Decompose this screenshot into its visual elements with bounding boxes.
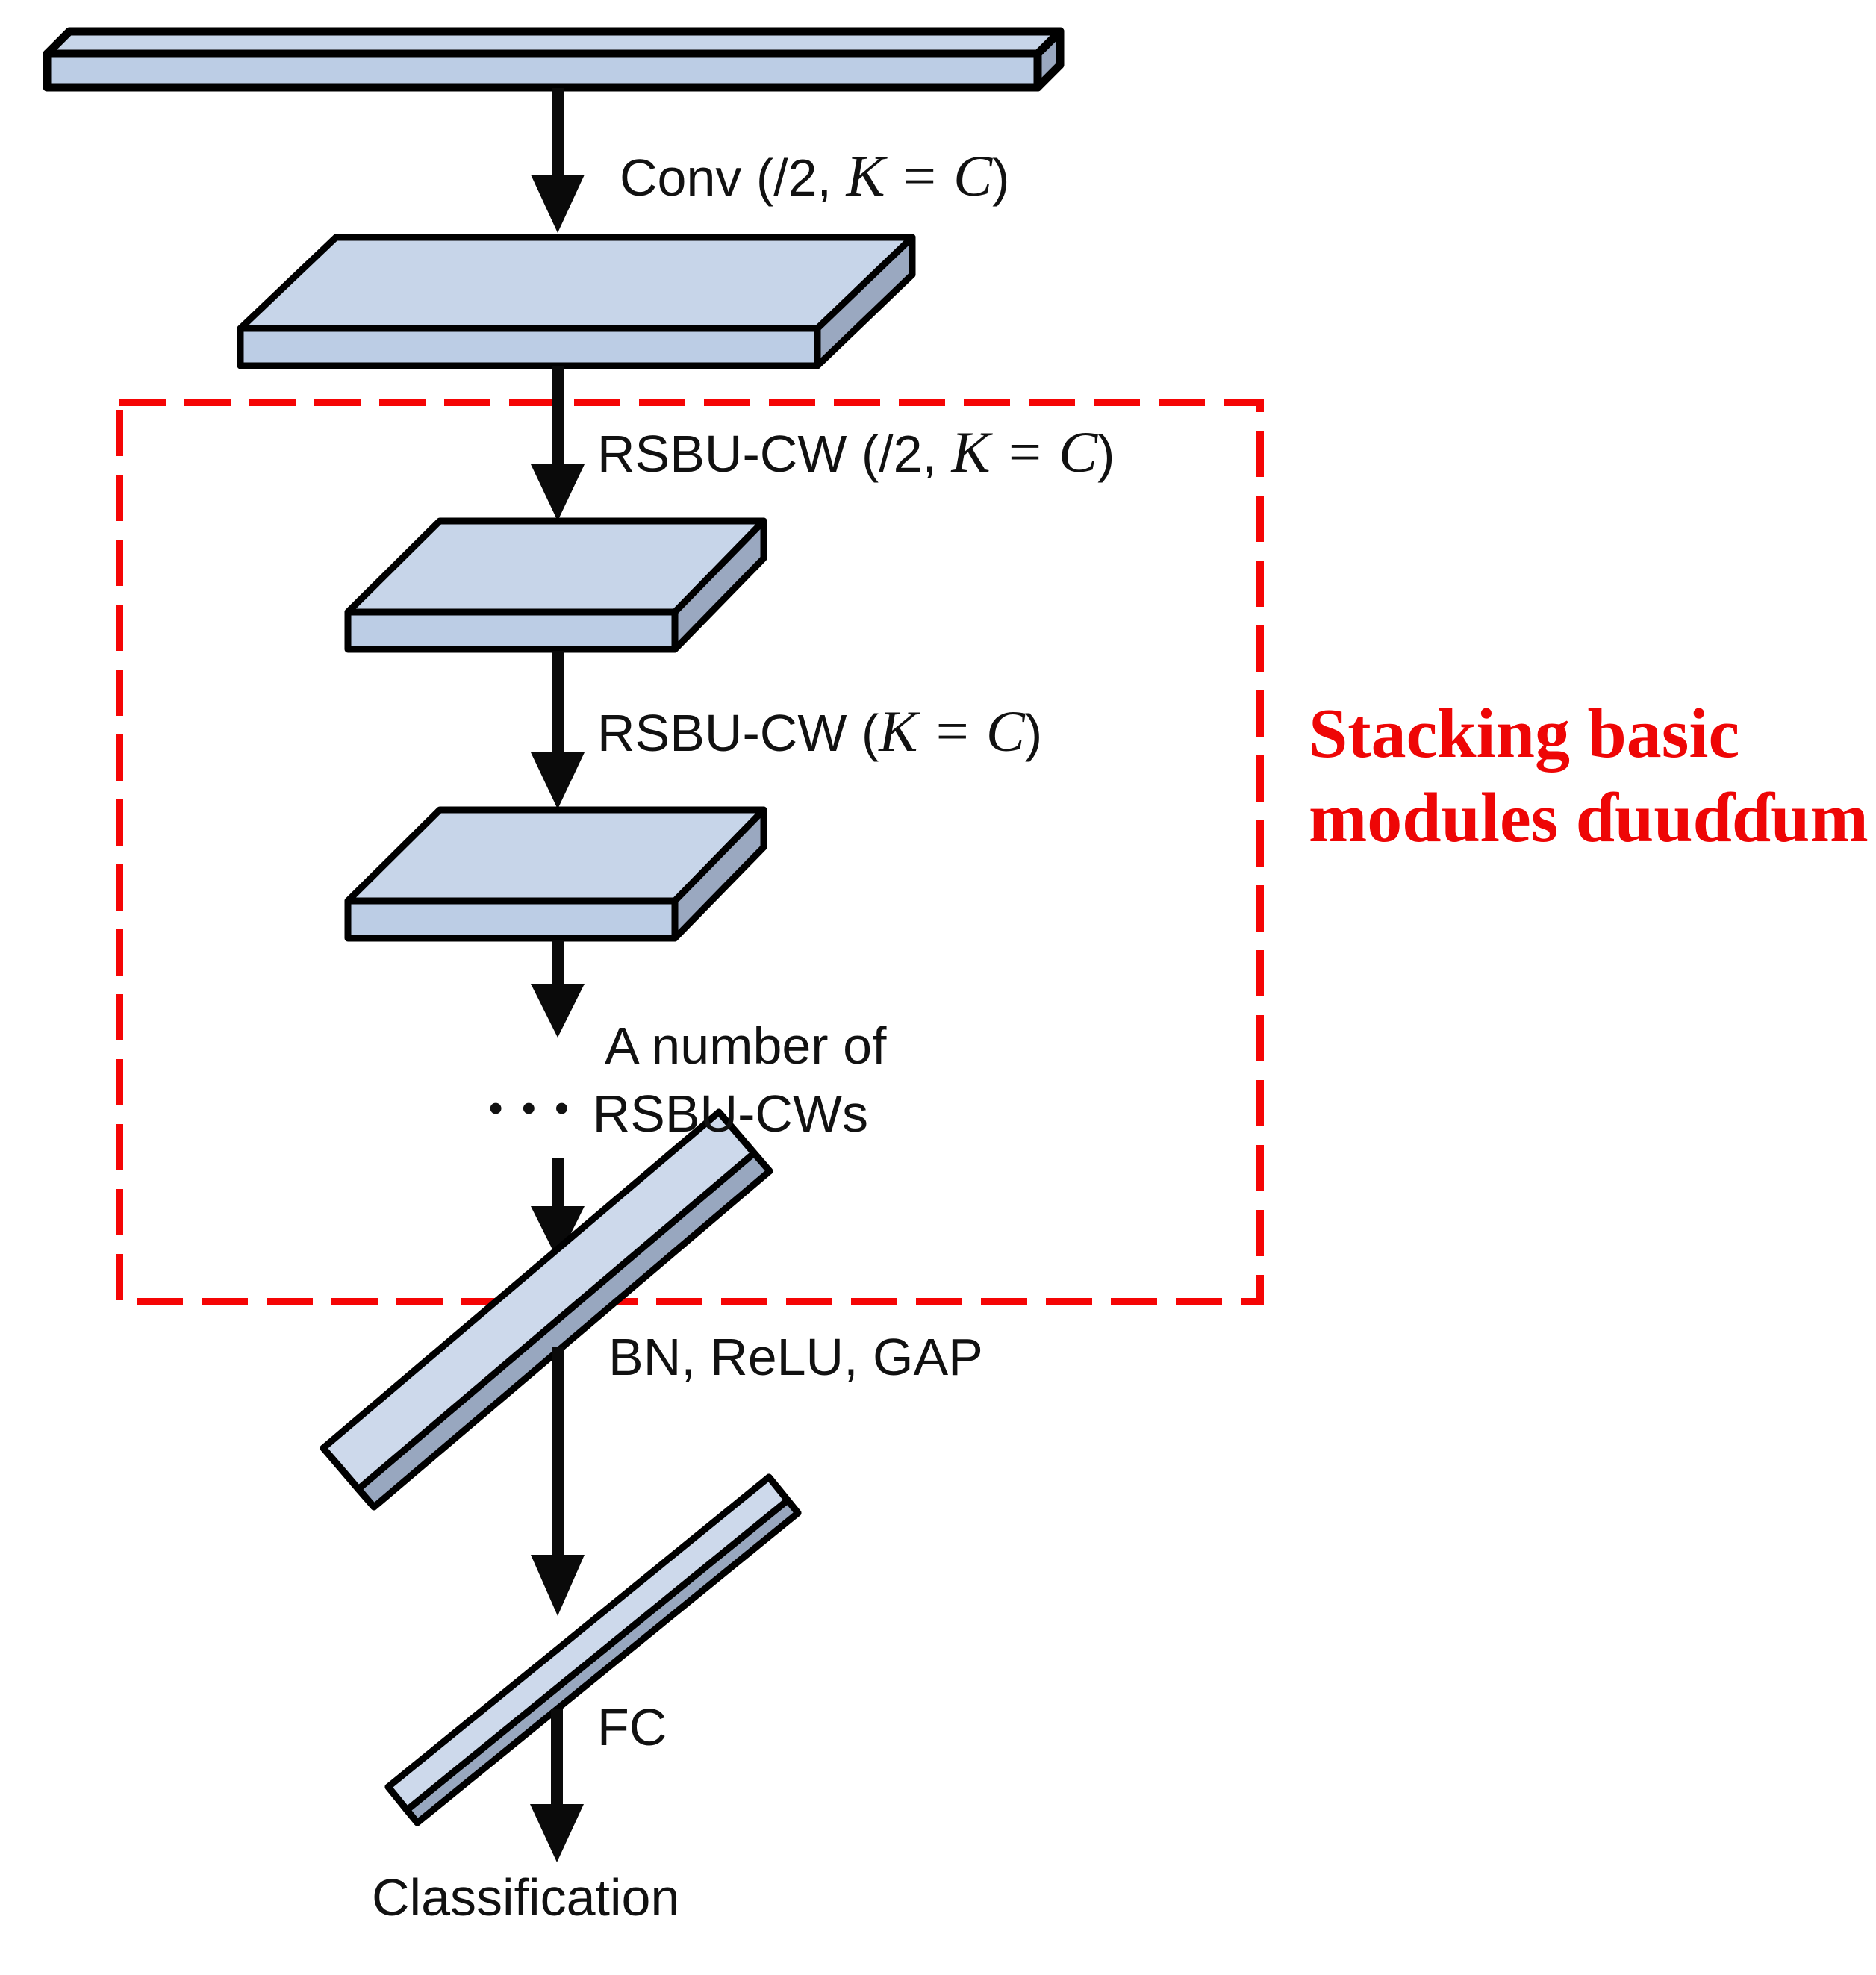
input-bar: [43, 27, 1065, 92]
rsbu-feature-map-1: [344, 517, 767, 653]
rsbu-downsample-label-math: K = C: [950, 419, 1098, 484]
rsbu-label: RSBU-CW (K = C): [597, 699, 1042, 764]
rsbu-arrow-icon: [531, 651, 585, 809]
conv-feature-map: [237, 234, 916, 369]
rsbu-label-suffix: ): [1025, 704, 1042, 762]
rsbu-feature-map-2-front-face: [344, 897, 679, 942]
stacking-annotation-line1: Stacking basic: [1309, 695, 1739, 773]
fc-arrow-icon: [530, 1709, 584, 1862]
stacking-region-box: [116, 399, 1264, 1305]
stack-note-line1: A number of: [605, 1017, 887, 1075]
classification-label: Classification: [372, 1868, 679, 1926]
fc-feature-bar-light-face: [384, 1473, 791, 1814]
ellipsis-dots-icon: •••: [489, 1087, 588, 1130]
rsbu-downsample-label: RSBU-CW (/2, K = C): [597, 419, 1115, 484]
rsbu-downsample-label-suffix: ): [1097, 425, 1115, 483]
rsbu-label-math: K = C: [878, 699, 1026, 764]
conv-feature-map-front-face: [237, 325, 821, 369]
rsbu-label-prefix: RSBU-CW (: [597, 704, 879, 762]
fc-feature-bar-dark-face: [403, 1497, 802, 1826]
stacking-annotation-line2: modules ɗuuɗɗum: [1309, 779, 1869, 857]
conv-label-prefix: Conv (/2,: [620, 149, 846, 207]
rsbu-downsample-arrow-icon: [531, 366, 585, 521]
stack-note-arrow-icon: [531, 940, 585, 1038]
rsbu-downsample-label-prefix: RSBU-CW (/2,: [597, 425, 951, 483]
fc-label: FC: [597, 1698, 667, 1756]
fc-feature-bar: [384, 1473, 802, 1826]
stacking-region-dashed-border: [116, 399, 1264, 1305]
conv-label: Conv (/2, K = C): [620, 143, 1009, 208]
conv-arrow-icon: [531, 88, 585, 233]
conv-label-suffix: ): [992, 149, 1009, 207]
conv-label-math: K = C: [845, 143, 993, 208]
conv-feature-map-top-face: [237, 234, 916, 332]
stack-note-line2: •••RSBU-CWs: [489, 1085, 868, 1143]
bn-relu-gap-label: BN, ReLU, GAP: [608, 1328, 983, 1386]
gap-feature-bar-bottom-cap: [320, 1444, 378, 1511]
stack-note-line2-text: RSBU-CWs: [593, 1085, 868, 1143]
bn-relu-gap-arrow-icon: [531, 1347, 585, 1616]
rsbu-feature-map-1-front-face: [344, 608, 679, 653]
stacked-bar-arrow-icon: [531, 1158, 585, 1260]
rsbu-feature-map-2: [344, 806, 767, 942]
gap-feature-bar: [320, 1108, 773, 1511]
input-bar-front-face: [43, 49, 1042, 92]
fc-feature-bar-bottom-cap: [384, 1783, 421, 1826]
